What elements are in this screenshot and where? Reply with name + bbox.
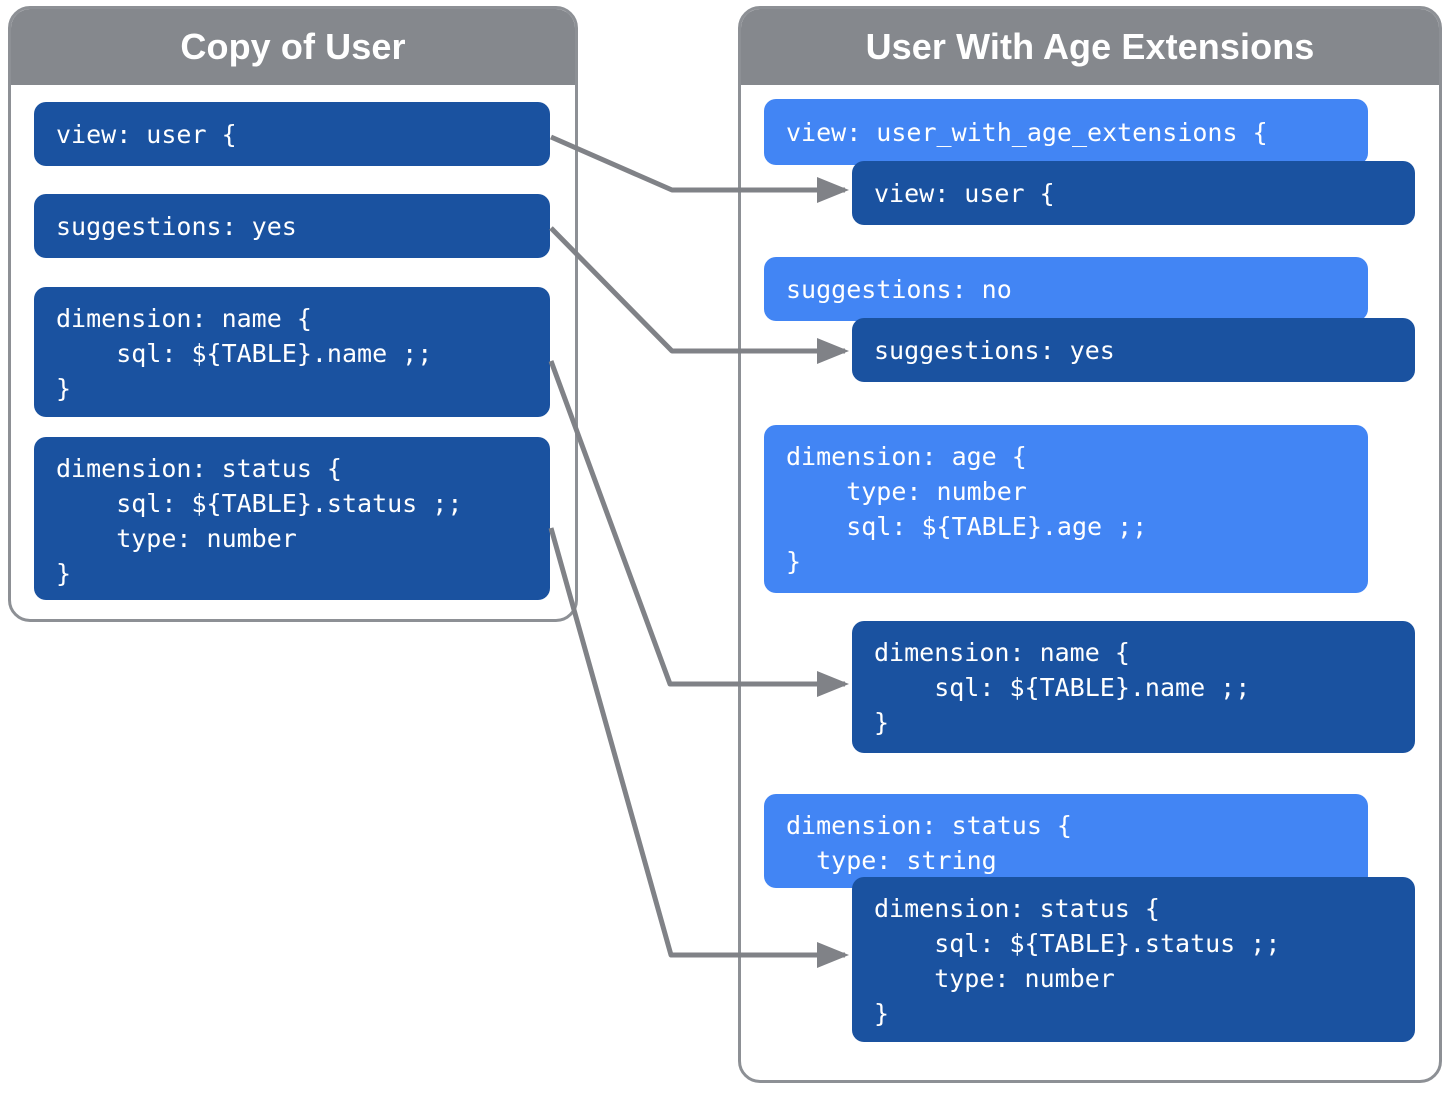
right-dimension-name-inherited-block: dimension: name { sql: ${TABLE}.name ;; … (852, 621, 1415, 753)
right-dimension-age-block: dimension: age { type: number sql: ${TAB… (764, 425, 1368, 593)
right-suggestions-override-block: suggestions: no (764, 257, 1368, 321)
panel-right-title: User With Age Extensions (741, 9, 1439, 85)
right-suggestions-inherited-block: suggestions: yes (852, 318, 1415, 382)
right-dimension-status-override-block: dimension: status { type: string (764, 794, 1368, 888)
left-view-block: view: user { (34, 102, 550, 166)
right-view-extension-block: view: user_with_age_extensions { (764, 99, 1368, 165)
panel-left-title: Copy of User (11, 9, 575, 85)
left-dimension-name-block: dimension: name { sql: ${TABLE}.name ;; … (34, 287, 550, 417)
left-suggestions-block: suggestions: yes (34, 194, 550, 258)
right-dimension-status-inherited-block: dimension: status { sql: ${TABLE}.status… (852, 877, 1415, 1042)
left-dimension-status-block: dimension: status { sql: ${TABLE}.status… (34, 437, 550, 600)
right-view-inherited-block: view: user { (852, 161, 1415, 225)
